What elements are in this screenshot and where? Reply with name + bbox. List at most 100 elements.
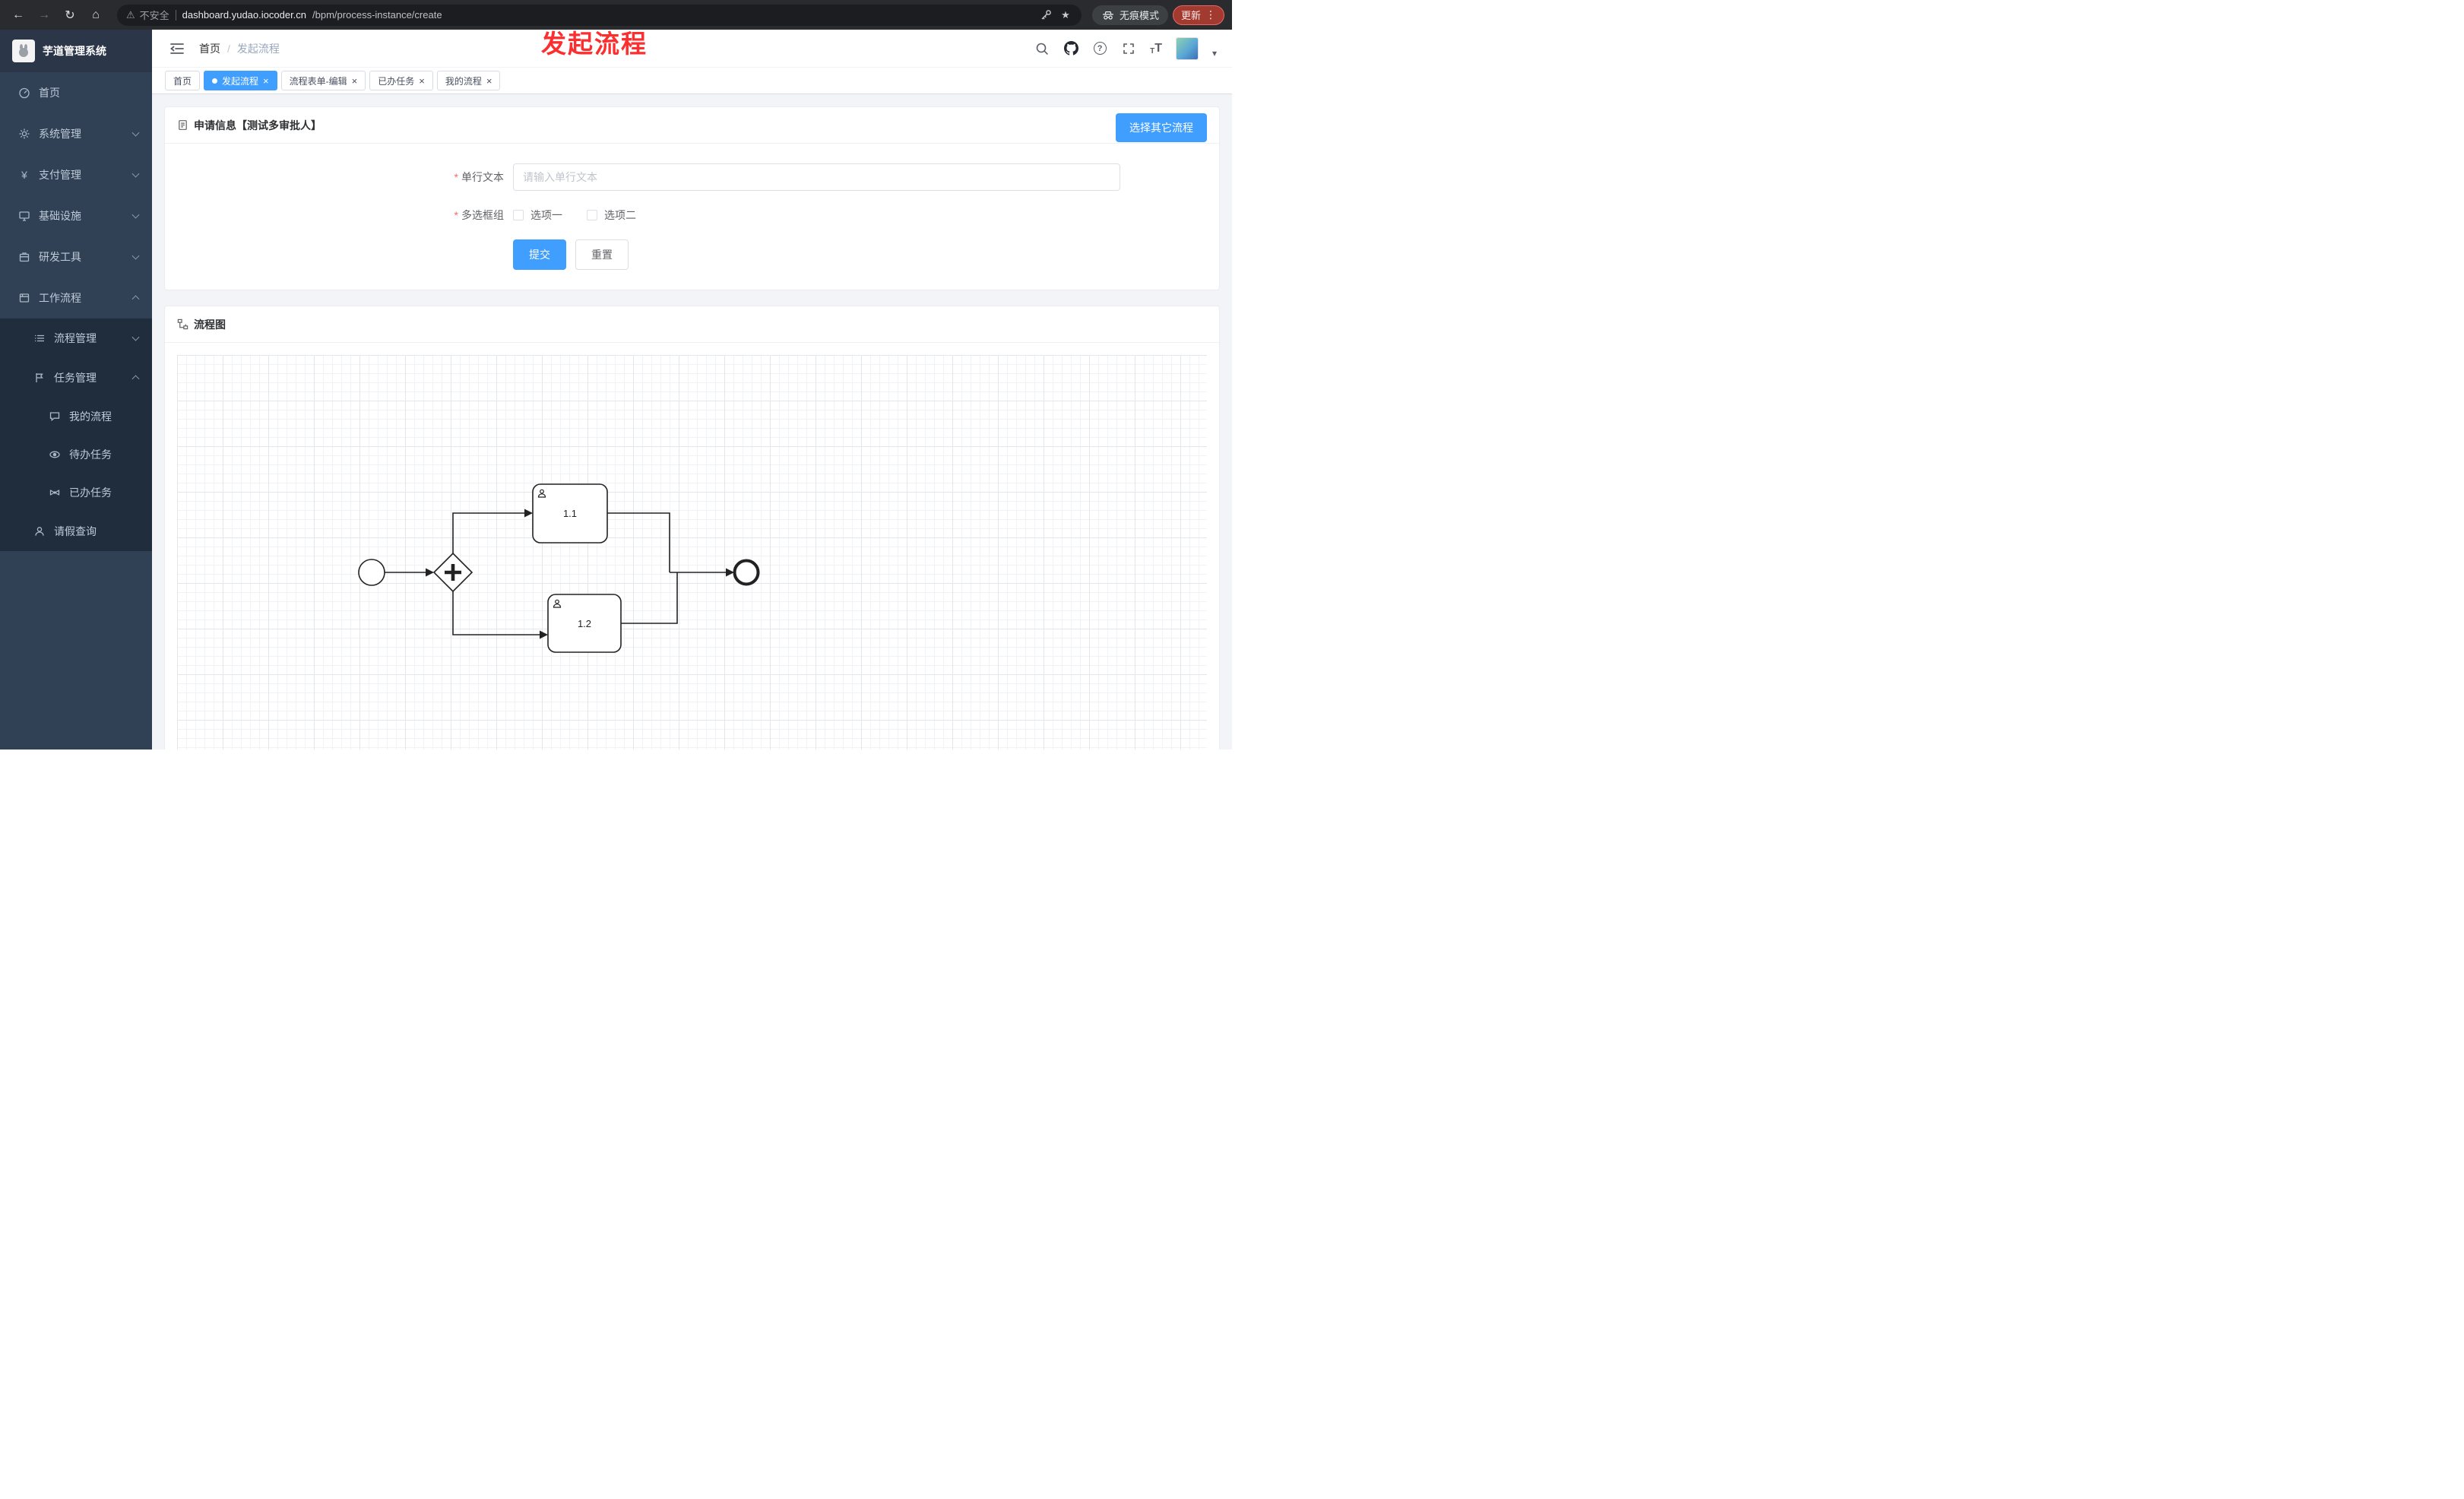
sidebar-item-system[interactable]: 系统管理 bbox=[0, 113, 152, 154]
page-content: 申请信息【测试多审批人】 选择其它流程 *单行文本 *多选框组 bbox=[152, 94, 1232, 750]
diagram-card-title: 流程图 bbox=[194, 318, 226, 331]
sidebar-item-my-processes[interactable]: 我的流程 bbox=[0, 398, 152, 436]
sidebar-item-label: 研发工具 bbox=[39, 251, 81, 263]
arrowhead bbox=[426, 568, 434, 577]
select-other-process-button[interactable]: 选择其它流程 bbox=[1116, 113, 1207, 142]
flag-icon bbox=[33, 372, 46, 384]
tab-form-edit[interactable]: 流程表单-编辑 × bbox=[280, 71, 366, 90]
checkbox-group-label: *多选框组 bbox=[454, 209, 504, 221]
flow-task1-to-merge bbox=[607, 512, 670, 572]
browser-toolbar: ← → ↻ ⌂ ⚠ 不安全 dashboard.yudao.iocoder.cn… bbox=[0, 0, 1232, 30]
search-icon[interactable] bbox=[1034, 41, 1050, 56]
submit-button[interactable]: 提交 bbox=[513, 239, 566, 270]
back-icon[interactable]: ← bbox=[12, 8, 24, 21]
incognito-badge: 无痕模式 bbox=[1091, 5, 1168, 25]
gear-icon bbox=[18, 128, 30, 140]
tab-done-tasks[interactable]: 已办任务 × bbox=[369, 71, 433, 90]
arrowhead bbox=[540, 630, 548, 639]
chevron-down-icon bbox=[131, 128, 140, 137]
caret-down-icon[interactable]: ▾ bbox=[1211, 47, 1217, 59]
close-icon[interactable]: × bbox=[419, 74, 425, 87]
bpmn-canvas[interactable]: 1.1 1.2 bbox=[177, 355, 1207, 750]
breadcrumb-home[interactable]: 首页 bbox=[199, 42, 220, 55]
fullscreen-icon[interactable] bbox=[1121, 41, 1136, 56]
security-label[interactable]: 不安全 bbox=[139, 10, 169, 21]
tab-label: 我的流程 bbox=[445, 75, 482, 87]
sidebar-item-devtools[interactable]: 研发工具 bbox=[0, 236, 152, 277]
tabs-bar: 首页 发起流程 × 流程表单-编辑 × 已办任务 × 我的流程 × bbox=[152, 68, 1232, 94]
close-icon[interactable]: × bbox=[263, 74, 269, 87]
key-icon[interactable] bbox=[1039, 8, 1053, 22]
flow-gateway-to-task1 bbox=[452, 512, 525, 553]
checkbox-icon[interactable] bbox=[587, 210, 597, 220]
sidebar: 芋道管理系统 首页 系统管理 ¥ 支付管理 bbox=[0, 30, 152, 750]
sidebar-item-label: 基础设施 bbox=[39, 210, 81, 222]
menu-dots-icon[interactable]: ⋮ bbox=[1205, 8, 1216, 21]
home-icon[interactable]: ⌂ bbox=[92, 8, 100, 21]
single-line-text-input[interactable] bbox=[513, 163, 1120, 191]
update-button[interactable]: 更新 ⋮ bbox=[1172, 5, 1224, 25]
close-icon[interactable]: × bbox=[351, 74, 358, 87]
update-label: 更新 bbox=[1180, 10, 1201, 21]
avatar[interactable] bbox=[1175, 36, 1199, 60]
tab-start-process[interactable]: 发起流程 × bbox=[204, 71, 277, 90]
checkbox-option-1[interactable]: 选项一 bbox=[513, 208, 562, 223]
task-label: 1.2 bbox=[578, 618, 591, 629]
forward-icon[interactable]: → bbox=[38, 8, 50, 21]
tab-label: 已办任务 bbox=[378, 75, 415, 87]
workflow-icon bbox=[18, 292, 30, 304]
start-event-node[interactable] bbox=[358, 559, 385, 586]
sidebar-item-process-mgmt[interactable]: 流程管理 bbox=[0, 318, 152, 358]
reset-button[interactable]: 重置 bbox=[575, 239, 629, 270]
user-task-node-2[interactable]: 1.2 bbox=[547, 594, 622, 653]
checkbox-label: 选项二 bbox=[604, 209, 636, 221]
arrowhead bbox=[726, 568, 734, 577]
sidebar-item-home[interactable]: 首页 bbox=[0, 72, 152, 113]
close-icon[interactable]: × bbox=[486, 74, 492, 87]
sidebar-item-done-tasks[interactable]: 已办任务 bbox=[0, 474, 152, 512]
sidebar-item-workflow[interactable]: 工作流程 bbox=[0, 277, 152, 318]
top-navbar: 首页 / 发起流程 ? bbox=[152, 30, 1232, 68]
chat-icon bbox=[49, 410, 61, 423]
chevron-down-icon bbox=[131, 333, 140, 341]
user-task-node-1[interactable]: 1.1 bbox=[532, 483, 608, 544]
help-icon[interactable]: ? bbox=[1092, 41, 1107, 56]
sidebar-item-label: 首页 bbox=[39, 87, 60, 99]
sidebar-item-todo-tasks[interactable]: 待办任务 bbox=[0, 436, 152, 474]
url-bar[interactable]: ⚠ 不安全 dashboard.yudao.iocoder.cn /bpm/pr… bbox=[117, 4, 1082, 26]
app-title: 芋道管理系统 bbox=[43, 45, 106, 57]
refresh-icon[interactable]: ↻ bbox=[65, 8, 75, 22]
end-event-node[interactable] bbox=[733, 559, 760, 586]
checkbox-icon[interactable] bbox=[513, 210, 524, 220]
bookmark-star-icon[interactable]: ★ bbox=[1061, 8, 1070, 21]
toolbox-icon bbox=[18, 251, 30, 263]
sidebar-item-task-mgmt[interactable]: 任务管理 bbox=[0, 358, 152, 398]
user-icon bbox=[553, 599, 562, 608]
url-domain: dashboard.yudao.iocoder.cn bbox=[182, 9, 307, 21]
plus-icon bbox=[445, 564, 461, 581]
sidebar-item-label: 请假查询 bbox=[54, 525, 97, 537]
menu-fold-icon[interactable] bbox=[169, 40, 185, 57]
bpmn-diagram: 1.1 1.2 bbox=[358, 483, 760, 653]
sidebar-item-infra[interactable]: 基础设施 bbox=[0, 195, 152, 236]
github-icon[interactable] bbox=[1063, 41, 1078, 56]
sidebar-item-leave-query[interactable]: 请假查询 bbox=[0, 512, 152, 551]
sidebar-item-label: 任务管理 bbox=[54, 372, 97, 384]
parallel-gateway-node[interactable] bbox=[432, 552, 473, 593]
person-icon bbox=[33, 525, 46, 537]
tab-my-processes[interactable]: 我的流程 × bbox=[436, 71, 501, 90]
user-icon bbox=[537, 489, 546, 498]
eye-icon bbox=[49, 448, 61, 461]
app-logo[interactable]: 芋道管理系统 bbox=[0, 30, 152, 72]
checkbox-option-2[interactable]: 选项二 bbox=[587, 208, 636, 223]
flow-gateway-to-task2 bbox=[452, 591, 540, 635]
process-diagram-card: 流程图 bbox=[164, 306, 1220, 750]
sidebar-item-payment[interactable]: ¥ 支付管理 bbox=[0, 154, 152, 195]
tab-label: 首页 bbox=[173, 75, 192, 87]
tab-home[interactable]: 首页 bbox=[165, 71, 201, 90]
flow-task2-to-merge bbox=[621, 572, 678, 624]
list-icon bbox=[33, 332, 46, 344]
active-dot bbox=[212, 78, 218, 84]
breadcrumb: 首页 / 发起流程 bbox=[199, 41, 280, 56]
